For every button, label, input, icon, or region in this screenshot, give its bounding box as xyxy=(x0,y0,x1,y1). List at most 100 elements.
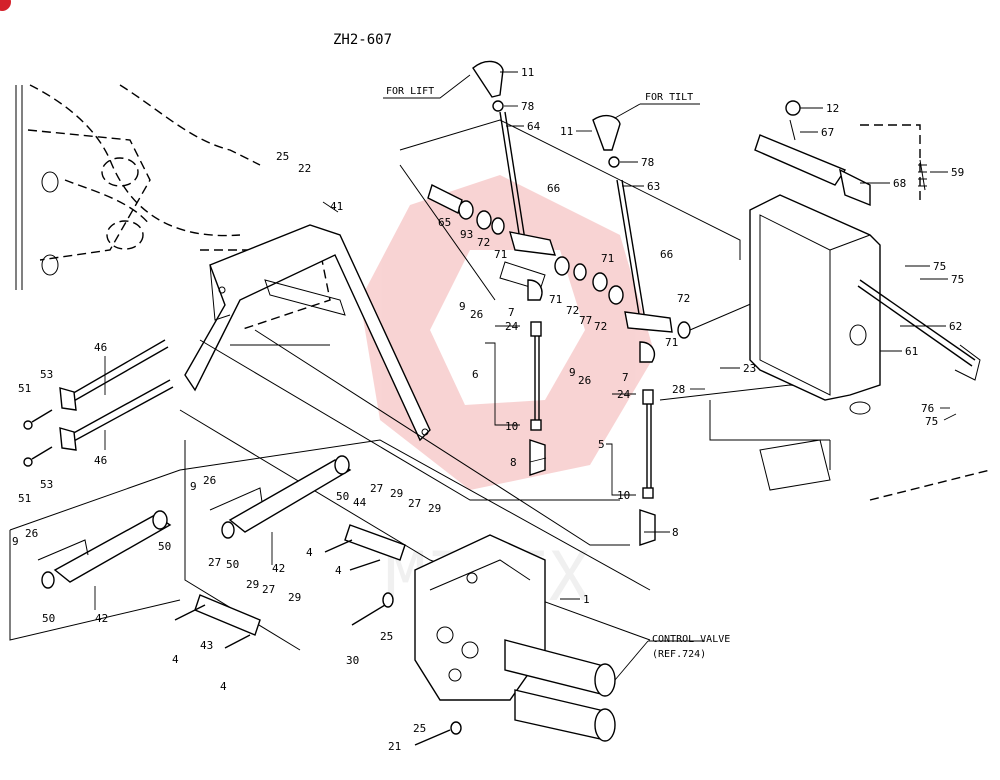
callout-label: 53 xyxy=(40,478,53,491)
rod-5 xyxy=(639,341,656,546)
note-for-tilt: FOR TILT xyxy=(645,92,693,103)
rod-6 xyxy=(527,279,546,476)
callout-label: 29 xyxy=(390,487,403,500)
callout-label: 29 xyxy=(288,591,301,604)
callout-label: 65 xyxy=(438,216,451,229)
callout-label: 50 xyxy=(336,490,349,503)
pins-46 xyxy=(23,339,174,467)
callout-label: 59 xyxy=(951,166,964,179)
callout-label: 24 xyxy=(505,320,519,333)
callout-label: 24 xyxy=(617,388,631,401)
note-control-valve: CONTROL VALVE xyxy=(652,634,730,645)
bolt-30 xyxy=(351,592,394,626)
links-42 xyxy=(37,455,352,589)
bracket-41 xyxy=(184,224,431,442)
callout-label: 50 xyxy=(42,612,55,625)
callout-label: 50 xyxy=(226,558,239,571)
callout-label: 64 xyxy=(527,120,541,133)
callout-label: 44 xyxy=(353,496,367,509)
callout-label: 78 xyxy=(521,100,534,113)
callout-label: 93 xyxy=(460,228,473,241)
corner-mark xyxy=(0,0,11,11)
callout-label: 28 xyxy=(672,383,685,396)
control-valve xyxy=(414,534,616,742)
callout-label: 26 xyxy=(25,527,38,540)
callout-label: 27 xyxy=(262,583,275,596)
callout-label: 29 xyxy=(246,578,259,591)
callout-label: 22 xyxy=(298,162,311,175)
callout-label: 75 xyxy=(933,260,946,273)
callout-label: 51 xyxy=(18,382,31,395)
frame-outline xyxy=(15,84,331,346)
callout-label: 25 xyxy=(413,722,426,735)
callout-label: 23 xyxy=(743,362,756,375)
callout-label: 72 xyxy=(677,292,690,305)
callout-label: 5 xyxy=(598,438,605,451)
callout-label: 78 xyxy=(641,156,654,169)
callout-label: 30 xyxy=(346,654,359,667)
callout-label: 46 xyxy=(94,454,107,467)
callout-label: 72 xyxy=(477,236,490,249)
callout-label: 9 xyxy=(569,366,576,379)
callout-label: 50 xyxy=(158,540,171,553)
cover-plate-67 xyxy=(754,100,847,186)
clevis-44 xyxy=(324,524,406,571)
callout-label: 71 xyxy=(665,336,678,349)
note-control-valve-ref: (REF.724) xyxy=(652,649,706,660)
callout-label: 61 xyxy=(905,345,918,358)
callout-label: 71 xyxy=(601,252,614,265)
callout-label: 8 xyxy=(672,526,679,539)
callout-label: 1 xyxy=(583,593,590,606)
callout-label: 71 xyxy=(549,293,562,306)
callout-label: 29 xyxy=(428,502,441,515)
callout-label: 26 xyxy=(470,308,483,321)
callout-label: 9 xyxy=(12,535,19,548)
callout-label: 68 xyxy=(893,177,906,190)
leader-lines xyxy=(94,71,957,681)
callout-label: 76 xyxy=(921,402,934,415)
callout-label: 42 xyxy=(95,612,108,625)
callout-label: 42 xyxy=(272,562,285,575)
callout-label: 6 xyxy=(472,368,479,381)
callout-label: 66 xyxy=(547,182,560,195)
plate-68 xyxy=(839,159,927,207)
callout-label: 25 xyxy=(276,150,289,163)
drawing-title: ZH2-607 xyxy=(333,32,392,48)
callout-label: 4 xyxy=(306,546,313,559)
callout-label: 25 xyxy=(380,630,393,643)
callout-label: 7 xyxy=(508,306,515,319)
callout-label: 67 xyxy=(821,126,834,139)
callout-label: 4 xyxy=(335,564,342,577)
callout-label: 51 xyxy=(18,492,31,505)
callout-labels: 11 78 64 11 78 63 12 67 68 59 75 75 62 6… xyxy=(12,66,964,753)
callout-label: 27 xyxy=(208,556,221,569)
callout-label: 66 xyxy=(660,248,673,261)
callout-label: 27 xyxy=(370,482,383,495)
callout-label: 12 xyxy=(826,102,839,115)
callout-label: 77 xyxy=(579,314,592,327)
lift-lever xyxy=(472,60,557,256)
callout-label: 26 xyxy=(203,474,216,487)
callout-label: 27 xyxy=(408,497,421,510)
callout-label: 10 xyxy=(617,489,630,502)
callout-label: 72 xyxy=(566,304,579,317)
callout-label: 75 xyxy=(951,273,964,286)
note-for-lift: FOR LIFT xyxy=(386,86,434,97)
callout-label: 41 xyxy=(330,200,343,213)
callout-label: 7 xyxy=(622,371,629,384)
callout-label: 9 xyxy=(459,300,466,313)
callout-label: 53 xyxy=(40,368,53,381)
callout-label: 63 xyxy=(647,180,660,193)
bushings xyxy=(427,184,691,339)
callout-label: 26 xyxy=(578,374,591,387)
callout-label: 9 xyxy=(190,480,197,493)
callout-label: 11 xyxy=(560,125,573,138)
callout-label: 4 xyxy=(172,653,179,666)
assembly-planes xyxy=(9,119,831,651)
callout-label: 71 xyxy=(494,248,507,261)
callout-label: 10 xyxy=(505,420,518,433)
callout-label: 43 xyxy=(200,639,213,652)
callout-label: 11 xyxy=(521,66,534,79)
